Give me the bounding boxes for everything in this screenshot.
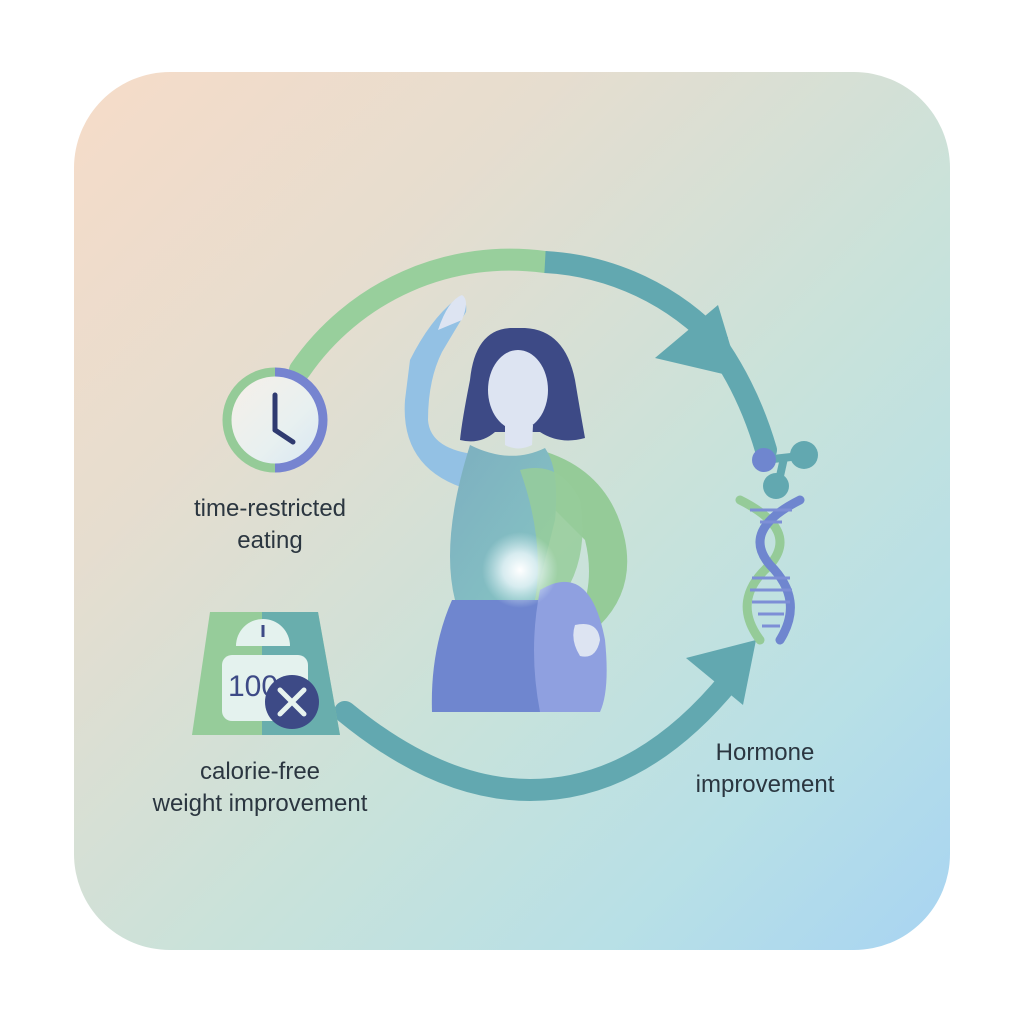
time-restricted-eating-label: time-restricted eating [150, 493, 390, 557]
molecule-icon [752, 441, 818, 499]
clock-icon [227, 372, 323, 468]
close-icon [265, 675, 319, 729]
hormone-label-line1: Hormone [660, 737, 870, 769]
hormone-improvement-label: Hormone improvement [660, 737, 870, 801]
scale-icon: 100 [192, 612, 340, 735]
dna-icon [740, 500, 800, 640]
time-label-line1: time-restricted [150, 493, 390, 525]
time-label-line2: eating [150, 525, 390, 557]
woman-figure [405, 295, 628, 712]
calorie-label-line2: weight improvement [120, 788, 400, 820]
hormone-label-line2: improvement [660, 769, 870, 801]
calorie-label-line1: calorie-free [120, 756, 400, 788]
calorie-free-label: calorie-free weight improvement [120, 756, 400, 820]
